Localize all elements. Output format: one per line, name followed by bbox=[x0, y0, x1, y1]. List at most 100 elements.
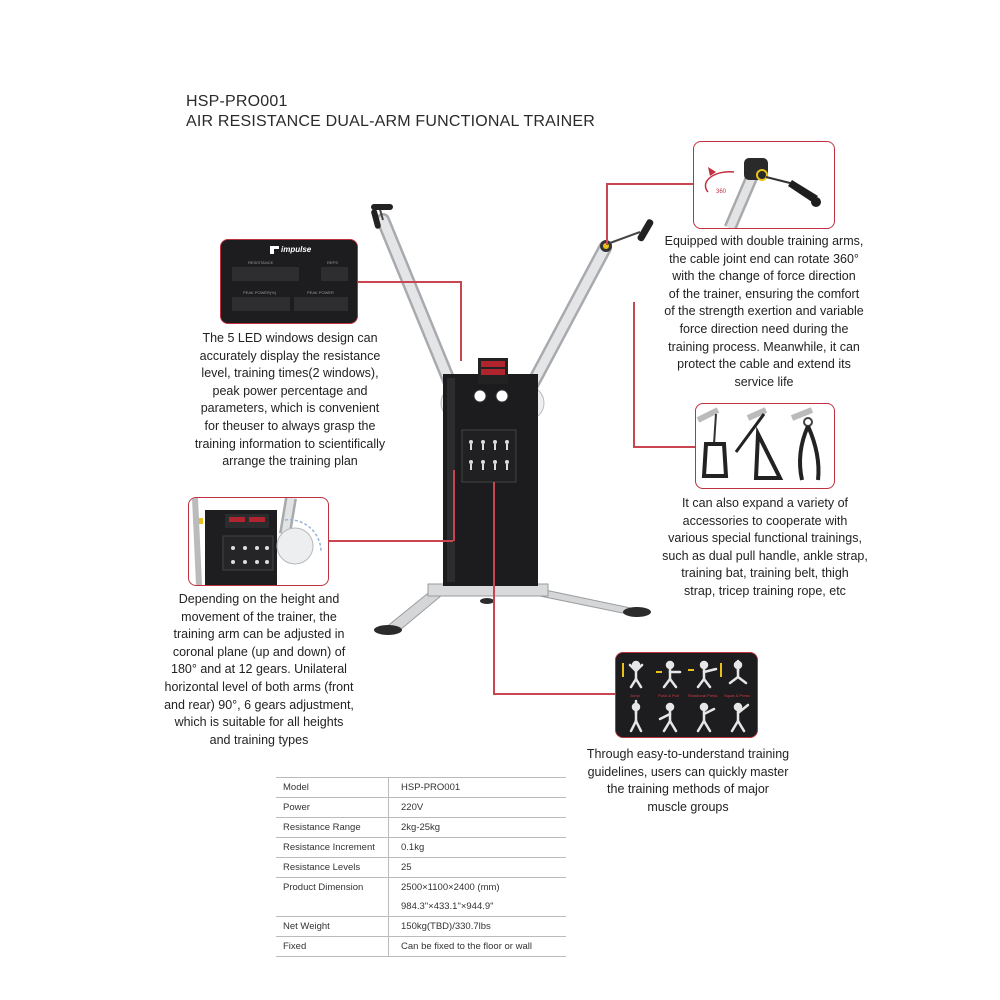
led-line: level, training times(2 windows), bbox=[201, 366, 379, 381]
spec-value: 2kg-25kg bbox=[388, 817, 566, 838]
connector-adjust bbox=[329, 540, 453, 542]
spec-label: Fixed bbox=[276, 936, 389, 957]
guide-label-rotational-press: Rotational Press bbox=[688, 693, 718, 698]
arm-adjust-callout bbox=[188, 497, 329, 586]
cable-joint-callout: 360 bbox=[693, 141, 835, 229]
led-line: parameters, which is convenient bbox=[200, 401, 380, 416]
adjust-line: and rear) 90°, 6 gears adjustment, bbox=[164, 697, 354, 712]
accessories-line: It can also expand a variety of bbox=[681, 496, 849, 510]
accessories-line: accessories to cooperate with bbox=[682, 513, 848, 528]
accessories-description: It can also expand a variety of accessor… bbox=[655, 495, 875, 601]
adjust-line: horizontal level of both arms (front bbox=[164, 679, 354, 694]
spec-label: Resistance Range bbox=[276, 817, 389, 838]
arms-line: of the trainer, ensuring the comfort bbox=[668, 286, 860, 301]
adjust-line: training arm can be adjusted in bbox=[173, 627, 345, 642]
adjust-line: movement of the trainer, the bbox=[181, 609, 337, 624]
spec-value: 0.1kg bbox=[388, 837, 566, 858]
spec-label: Product Dimension bbox=[276, 877, 389, 917]
brand-logo: impulse bbox=[281, 245, 312, 254]
guide-line: guidelines, users can quickly master bbox=[587, 764, 789, 779]
guide-label-squat-press: Squat & Press bbox=[724, 693, 750, 698]
led-panel-callout: impulse RESISTANCE REPS PEAK POWER(%) PE… bbox=[220, 239, 358, 324]
led-panel-image bbox=[221, 240, 357, 323]
guide-line: the training methods of major bbox=[607, 782, 769, 797]
connector-arm-drop bbox=[606, 183, 608, 245]
guide-line: muscle groups bbox=[647, 799, 729, 814]
guide-label-push-pull: Push & Pull bbox=[658, 693, 679, 698]
spec-value-inch: 984.3"×433.1"×944.9" bbox=[401, 901, 494, 912]
adjust-line: 180° and at 12 gears. Unilateral bbox=[171, 662, 347, 677]
cable-joint-image bbox=[704, 158, 821, 228]
spec-value: 150kg(TBD)/330.7lbs bbox=[388, 916, 566, 937]
led-description: The 5 LED windows design can accurately … bbox=[180, 330, 400, 471]
arms-line: force direction need during the bbox=[679, 321, 849, 336]
spec-label: Net Weight bbox=[276, 916, 389, 937]
peak-percent-label: PEAK POWER(%) bbox=[243, 290, 277, 295]
connector-led bbox=[357, 281, 461, 283]
training-guide-image bbox=[616, 653, 757, 737]
accessories-line: such as dual pull handle, ankle strap, bbox=[662, 548, 868, 563]
reps-label: REPS bbox=[327, 260, 338, 265]
spec-label: Power bbox=[276, 797, 389, 818]
led-line: peak power percentage and bbox=[212, 383, 368, 398]
led-line: arrange the training plan bbox=[222, 454, 358, 469]
arms-line: training process. Meanwhile, it can bbox=[668, 339, 860, 354]
product-heading: AIR RESISTANCE DUAL-ARM FUNCTIONAL TRAIN… bbox=[186, 113, 596, 130]
adjust-line: coronal plane (up and down) of bbox=[172, 644, 346, 659]
connector-led-drop bbox=[460, 281, 462, 361]
spec-value: HSP-PRO001 bbox=[388, 777, 566, 798]
connector-arm bbox=[606, 183, 694, 185]
spec-label: Model bbox=[276, 777, 389, 798]
connector-guide bbox=[493, 482, 495, 694]
arms-line: service life bbox=[734, 374, 794, 389]
led-line: The 5 LED windows design can bbox=[202, 331, 378, 345]
page-title: HSP-PRO001 AIR RESISTANCE DUAL-ARM FUNCT… bbox=[186, 92, 595, 132]
spec-value: 220V bbox=[388, 797, 566, 818]
spec-value: Can be fixed to the floor or wall bbox=[388, 936, 566, 957]
arms-description: Equipped with double training arms, the … bbox=[656, 233, 872, 391]
spec-value: 25 bbox=[388, 857, 566, 878]
connector-accessory bbox=[633, 302, 635, 447]
adjust-line: which is suitable for all heights bbox=[174, 715, 344, 730]
arms-line: the cable joint end can rotate 360° bbox=[669, 251, 859, 266]
led-line: for theuser to always grasp the bbox=[204, 418, 376, 433]
peak-power-label: PEAK POWER bbox=[307, 290, 334, 295]
guide-description: Through easy-to-understand training guid… bbox=[578, 746, 798, 816]
resistance-label: RESISTANCE bbox=[248, 260, 274, 265]
accessories-line: strap, tricep training rope, etc bbox=[684, 583, 846, 598]
arms-line: protect the cable and extend its bbox=[677, 357, 851, 372]
spec-value: 2500×1100×2400 (mm) 984.3"×433.1"×944.9" bbox=[388, 877, 566, 917]
accessories-line: training bat, training belt, thigh bbox=[681, 566, 849, 581]
arms-line: of the strength exertion and variable bbox=[664, 304, 864, 319]
led-line: training information to scientifically bbox=[194, 436, 386, 451]
adjust-line: Depending on the height and bbox=[178, 592, 340, 606]
spec-label: Resistance Increment bbox=[276, 837, 389, 858]
adjust-description: Depending on the height and movement of … bbox=[150, 591, 368, 749]
accessories-line: various special functional trainings, bbox=[668, 531, 862, 546]
connector-guide-h bbox=[493, 693, 615, 695]
training-guide-callout: Jump Push & Pull Rotational Press Squat … bbox=[615, 652, 758, 738]
led-line: accurately display the resistance bbox=[199, 348, 381, 363]
accessories-image bbox=[696, 407, 821, 481]
adjust-line: and training types bbox=[209, 732, 309, 747]
arm-adjust-image bbox=[192, 498, 322, 585]
table-row: Product Dimension 2500×1100×2400 (mm) 984.… bbox=[276, 877, 566, 917]
connector-accessory-h bbox=[633, 446, 695, 448]
model-heading: HSP-PRO001 bbox=[186, 93, 288, 110]
guide-label-jump: Jump bbox=[630, 693, 640, 698]
spec-value-mm: 2500×1100×2400 (mm) bbox=[401, 882, 500, 893]
spec-label: Resistance Levels bbox=[276, 857, 389, 878]
accessories-callout bbox=[695, 403, 835, 489]
guide-line: Through easy-to-understand training bbox=[586, 747, 790, 761]
arms-line: Equipped with double training arms, bbox=[664, 234, 864, 248]
connector-adjust-v bbox=[453, 470, 455, 541]
